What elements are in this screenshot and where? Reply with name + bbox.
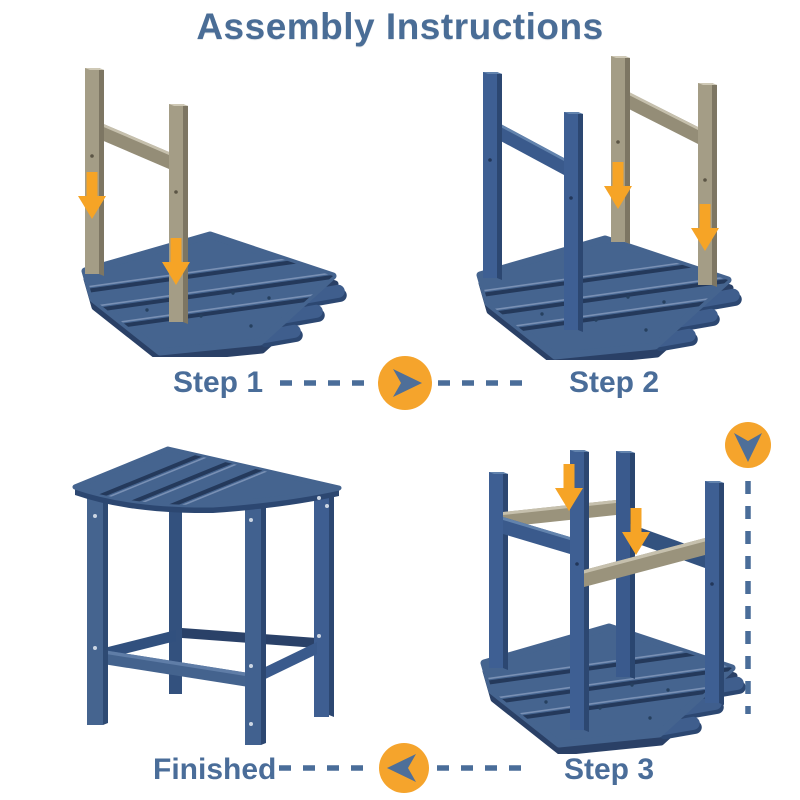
connector-step1-step2 (280, 356, 525, 410)
step1-label: Step 1 (173, 366, 264, 399)
tan-stretcher-bar (584, 538, 705, 587)
step3-illustration (433, 450, 763, 754)
step1-illustration (55, 68, 385, 357)
step2-illustration (433, 56, 778, 360)
arrow-left-icon (379, 743, 429, 793)
assembled-table (72, 446, 342, 745)
arrow-right-icon (378, 356, 432, 410)
blue-leg-frame (483, 72, 583, 332)
blue-leg-frames-front (570, 450, 724, 732)
page-title: Assembly Instructions (196, 6, 604, 47)
step2-label: Step 2 (569, 366, 660, 399)
upside-down-tabletop (55, 235, 385, 357)
connector-step3-finished (279, 743, 524, 793)
finished-illustration (72, 446, 342, 745)
finished-label: Finished (153, 753, 277, 786)
connector-step2-step3 (725, 422, 771, 714)
step3-label: Step 3 (564, 753, 655, 786)
screw-dots (93, 496, 329, 726)
arrow-down-icon (725, 422, 771, 468)
